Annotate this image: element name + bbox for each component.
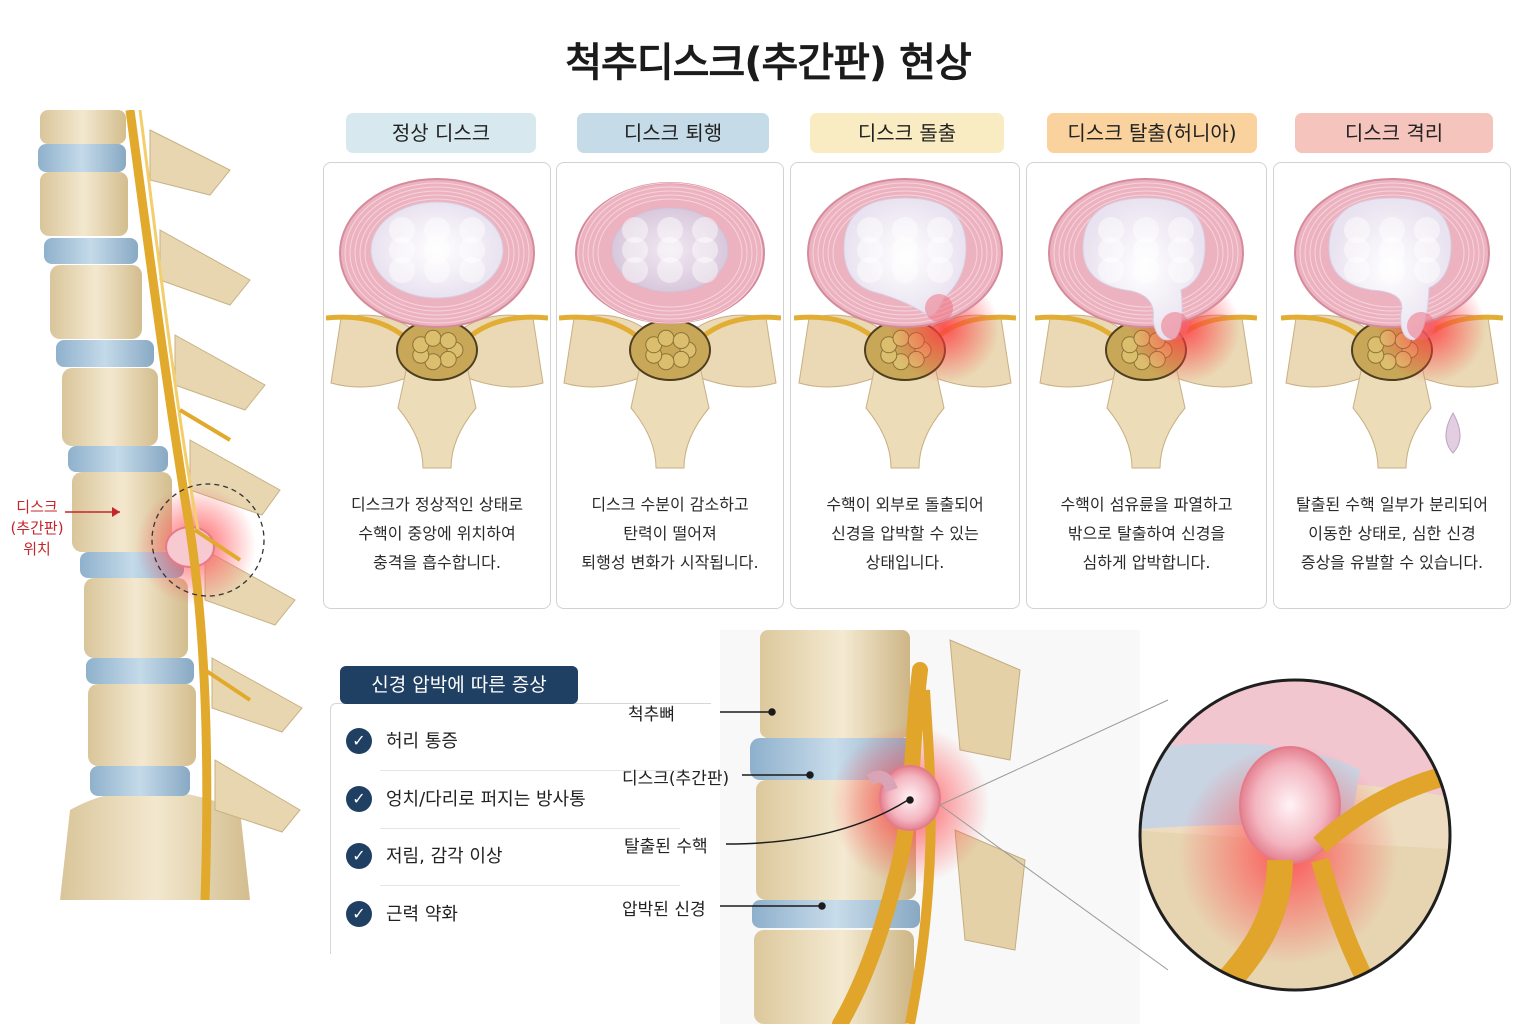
symptom-divider: [380, 770, 680, 771]
disc-cross-section-herniation: [1035, 178, 1257, 469]
symptom-item: ✓엉치/다리로 퍼지는 방사통: [346, 785, 706, 815]
highlight-circle: [151, 483, 265, 597]
nucleus-pulposus: [843, 197, 967, 317]
zoom-view: [1140, 680, 1450, 990]
nerve-root: [326, 314, 548, 340]
symptom-divider: [380, 885, 680, 886]
nucleus-pulposus: [1082, 197, 1206, 341]
arrow-icon: [112, 507, 120, 517]
check-circle-icon: ✓: [346, 785, 372, 812]
callout-compressed-nerve: 압박된 신경: [622, 900, 706, 920]
disc-cross-section-normal: [326, 178, 548, 469]
check-circle-icon: ✓: [346, 900, 372, 927]
nerve-root: [559, 314, 781, 340]
disc-location-label: 디스크 (추간판) 위치: [10, 498, 64, 558]
symptoms-title: 신경 압박에 따른 증상: [340, 666, 578, 704]
callout-vertebra: 척추뼈: [628, 705, 675, 725]
check-circle-icon: ✓: [346, 842, 372, 869]
nucleus-pulposus: [370, 201, 504, 299]
page-title: 척추디스크(추간판) 현상: [565, 40, 972, 86]
symptom-divider: [380, 828, 680, 829]
stage-header-sequestration: 디스크 격리: [1295, 113, 1493, 153]
callout-herniated-nucleus: 탈출된 수핵: [624, 837, 708, 857]
spinal-canal: [396, 319, 478, 381]
herniation-detail-illustration: [720, 630, 1452, 1024]
sequestered-fragment: [1445, 411, 1461, 454]
herniation-tip: [925, 294, 953, 322]
compressed-nerve: [832, 662, 928, 1024]
disc-cross-section-protrusion: [794, 178, 1016, 469]
callout-disc: 디스크(추간판): [622, 769, 730, 789]
nucleus-pulposus: [611, 207, 729, 293]
symptom-item: ✓허리 통증: [346, 727, 706, 757]
symptom-item: ✓저림, 감각 이상: [346, 842, 706, 872]
disc-cross-section-sequestration: [1281, 178, 1503, 469]
disc-cross-section-degeneration: [559, 182, 781, 469]
herniation-tip: [1161, 312, 1189, 340]
callout-leaders: [720, 708, 914, 910]
stage-header-herniation: 디스크 탈출(허니아): [1047, 113, 1257, 153]
stage-header-degeneration: 디스크 퇴행: [577, 113, 769, 153]
stage-header-protrusion: 디스크 돌출: [810, 113, 1004, 153]
herniation-tip: [1407, 312, 1435, 340]
symptom-item: ✓근력 약화: [346, 900, 706, 930]
nucleus-pulposus: [1328, 197, 1452, 341]
intervertebral-discs: [38, 144, 194, 796]
spinal-canal: [629, 319, 711, 381]
spinal-nerve: [125, 110, 212, 900]
stage-header-normal: 정상 디스크: [346, 113, 536, 153]
check-circle-icon: ✓: [346, 727, 372, 754]
spine-side-illustration: [38, 110, 303, 900]
